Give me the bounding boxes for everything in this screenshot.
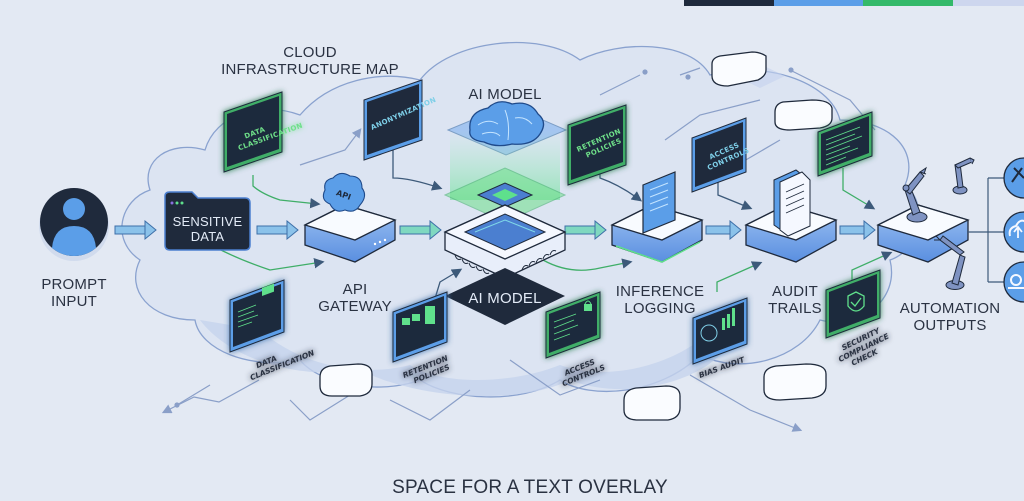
tile-3 xyxy=(319,363,373,397)
panel-access-controls-top[interactable]: ACCESSCONTROLS xyxy=(691,117,751,193)
chip-brain-icon[interactable] xyxy=(443,101,568,279)
lock-icon xyxy=(584,300,592,311)
label-sensitive-data: SENSITIVE DATA xyxy=(165,214,250,244)
cloud-upload-icon[interactable] xyxy=(1003,211,1024,253)
label-audit-trails: AUDIT TRAILS xyxy=(750,283,840,317)
label-ai-model: AI MODEL xyxy=(468,290,542,307)
robot-arm-lower-icon xyxy=(934,235,966,290)
flow-arrow-3 xyxy=(399,219,442,241)
label-line: GATEWAY xyxy=(318,298,392,315)
tile-2 xyxy=(774,99,833,131)
label-line: PROMPT xyxy=(41,276,107,293)
panel-anonymization-top[interactable]: ANONYMIZATION xyxy=(363,79,437,161)
color-bar-segment-blue xyxy=(774,0,863,6)
background-connectors xyxy=(161,67,876,432)
label-prompt-input: PROMPT INPUT xyxy=(24,276,124,310)
flow-arrows xyxy=(114,219,876,241)
shield-check-icon xyxy=(847,291,865,312)
title-line-2: INFRASTRUCTURE MAP xyxy=(221,61,399,78)
cloud-shadow xyxy=(200,320,720,397)
ai-model-base[interactable] xyxy=(445,268,565,325)
label-api-gateway: API GATEWAY xyxy=(305,281,405,315)
title-line-1: CLOUD xyxy=(283,44,337,61)
audit-trails-platform[interactable] xyxy=(744,169,838,263)
automation-outputs-platform[interactable] xyxy=(876,157,975,290)
label-line: DATA xyxy=(190,229,225,244)
code-lines-icon xyxy=(825,126,863,166)
robot-arm-icon xyxy=(902,166,928,223)
label-line: INFERENCE xyxy=(615,283,705,300)
panel-retention-policies-bottom[interactable]: RETENTIONPOLICIES xyxy=(392,291,453,388)
label-automation-outputs: AUTOMATION OUTPUTS xyxy=(885,300,1015,334)
color-bar-segment-dark xyxy=(684,0,774,6)
flow-arrow-1 xyxy=(114,219,157,241)
decorative-tiles xyxy=(319,51,833,421)
user-avatar-icon[interactable] xyxy=(39,188,109,261)
panel-retention-policies-top[interactable]: RETENTIONPOLICIES xyxy=(567,104,627,186)
color-bar-segment-light xyxy=(953,0,1024,6)
ai-model-top-label: AI MODEL xyxy=(468,86,542,103)
label-inference-logging: INFERENCE LOGGING xyxy=(605,283,715,317)
label-line: AUTOMATION xyxy=(899,300,1001,317)
gear-icon[interactable] xyxy=(1003,261,1024,303)
tile-4 xyxy=(623,385,681,421)
flow-arrow-5 xyxy=(705,219,742,241)
flow-arrow-4 xyxy=(564,219,607,241)
color-bar-segment-green xyxy=(863,0,953,6)
diagram-title: CLOUD INFRASTRUCTURE MAP xyxy=(220,44,400,78)
label-line: API xyxy=(342,281,368,298)
inference-logging-platform[interactable] xyxy=(610,171,704,263)
text-overlay-placeholder: SPACE FOR A TEXT OVERLAY xyxy=(392,477,668,498)
api-gateway-platform[interactable]: API xyxy=(303,172,397,263)
label-line: LOGGING xyxy=(624,300,696,317)
label-line: AUDIT xyxy=(772,283,818,300)
folder-icon[interactable] xyxy=(164,191,251,251)
label-line: TRAILS xyxy=(768,300,822,317)
ai-head-icon xyxy=(700,324,718,342)
flow-arrow-2 xyxy=(256,219,299,241)
output-connectors xyxy=(968,177,1004,283)
api-cloud-icon: API xyxy=(322,172,366,212)
panel-code-top[interactable] xyxy=(817,111,873,177)
label-line: INPUT xyxy=(51,293,97,310)
label-line: SENSITIVE xyxy=(172,214,243,229)
document-stack-icon xyxy=(773,169,811,237)
tile-5 xyxy=(763,363,827,401)
label-line: OUTPUTS xyxy=(913,317,987,334)
flow-arrow-6 xyxy=(839,219,876,241)
tile-1 xyxy=(711,51,785,88)
panel-security-compliance-bottom[interactable]: SECURITYCOMPLIANCECHECK xyxy=(825,269,895,372)
log-document-icon xyxy=(642,171,676,234)
bar-chart-icon xyxy=(722,308,735,330)
robot-arm-small-icon xyxy=(952,157,975,195)
brain-icon xyxy=(469,101,545,147)
tools-icon[interactable] xyxy=(1003,157,1024,199)
